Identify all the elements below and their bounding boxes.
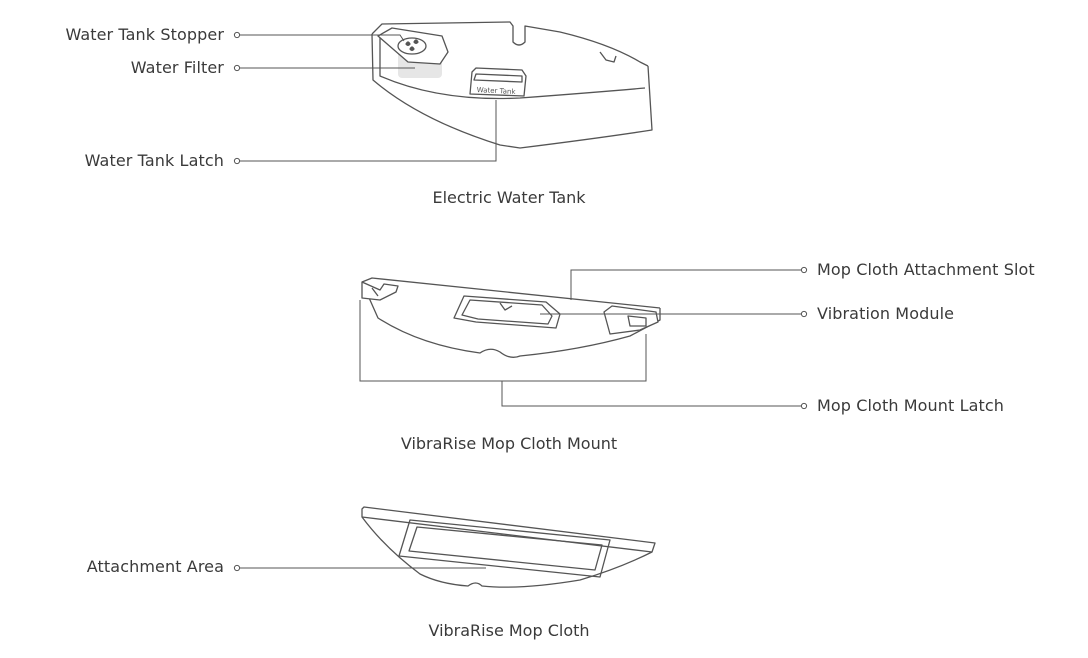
latch-leader-line bbox=[240, 100, 497, 162]
mop-mount-body-outline bbox=[361, 281, 661, 358]
attachment-area-label: Attachment Area bbox=[86, 557, 224, 576]
slot-leader-dot bbox=[800, 266, 808, 274]
mop-cloth-outline bbox=[361, 506, 656, 588]
vibration-leader-dot bbox=[800, 310, 808, 318]
mop-cloth-attachment-slot-label: Mop Cloth Attachment Slot bbox=[817, 260, 1035, 279]
area-leader-dot bbox=[233, 564, 241, 572]
mop-mount-leader-lines bbox=[359, 266, 808, 410]
water-tank-embossed-text: Water Tank bbox=[477, 86, 517, 96]
mop-cloth-mount-latch-label: Mop Cloth Mount Latch bbox=[817, 396, 1005, 415]
water-tank-caption: Electric Water Tank bbox=[432, 188, 586, 207]
attachment-area-outer bbox=[398, 519, 611, 578]
water-filter-label: Water Filter bbox=[130, 58, 224, 77]
vibration-module-label: Vibration Module bbox=[817, 304, 955, 323]
mop-cloth-caption: VibraRise Mop Cloth bbox=[428, 621, 590, 640]
stopper-leader-line bbox=[240, 34, 405, 42]
mount-latch-leader-line bbox=[501, 381, 801, 407]
slot-leader-line bbox=[570, 269, 801, 300]
latch-leader-dot bbox=[233, 157, 241, 165]
water-tank-stopper-label: Water Tank Stopper bbox=[65, 25, 224, 44]
water-tank-illustration: Water Tank bbox=[371, 21, 653, 149]
attachment-area-inner bbox=[408, 526, 603, 571]
water-tank-latch-label: Water Tank Latch bbox=[84, 151, 224, 170]
mop-cloth-illustration bbox=[361, 506, 656, 588]
water-tank-body-outline bbox=[371, 33, 653, 149]
water-tank-top-outline bbox=[371, 21, 649, 67]
mop-mount-illustration bbox=[361, 277, 661, 358]
filter-leader-dot bbox=[233, 64, 241, 72]
mop-cloth-leader-lines bbox=[233, 564, 486, 572]
mop-cloth-top-band bbox=[361, 516, 653, 553]
mop-mount-caption: VibraRise Mop Cloth Mount bbox=[400, 434, 618, 453]
mop-mount-top-edge bbox=[361, 277, 661, 309]
water-tank-leader-lines bbox=[233, 31, 497, 165]
stopper-leader-dot bbox=[233, 31, 241, 39]
mount-latch-leader-dot bbox=[800, 402, 808, 410]
mount-latch-bracket bbox=[359, 300, 647, 382]
